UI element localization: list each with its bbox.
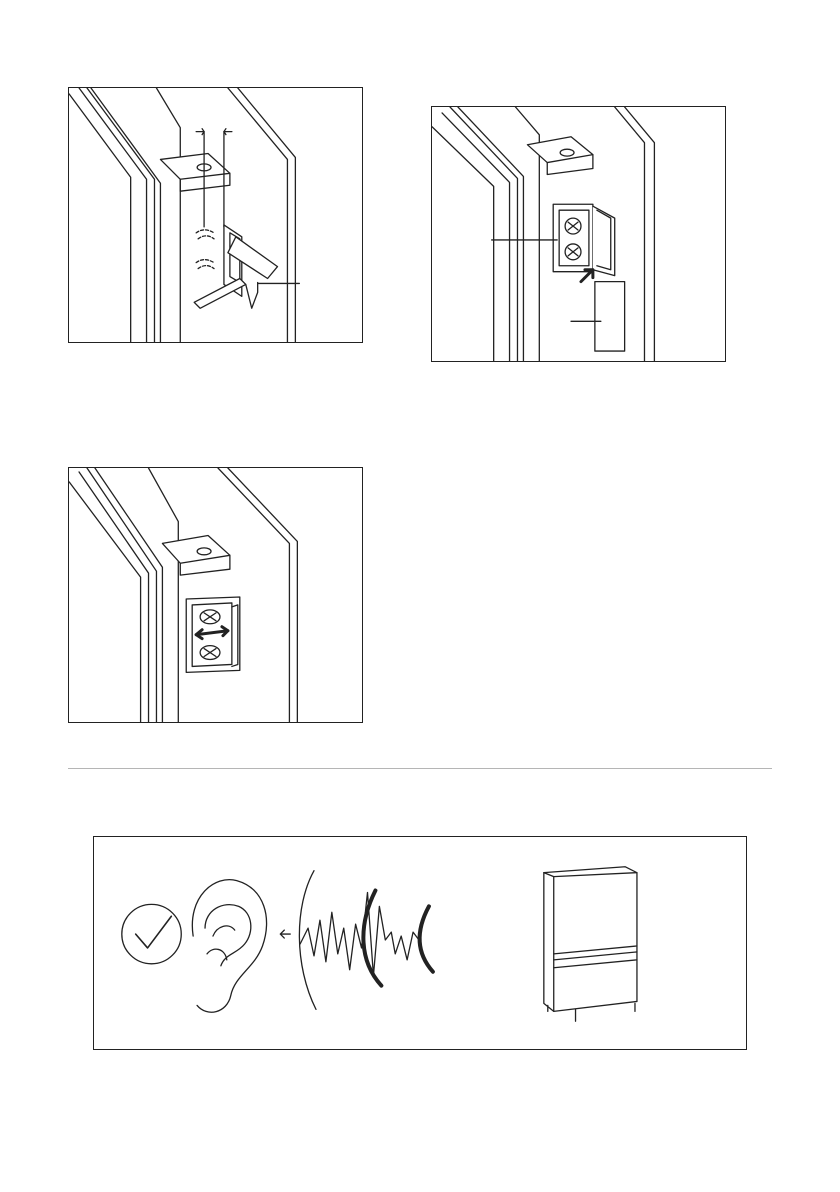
cabinet-edge-4: [458, 107, 523, 361]
check-icon: [122, 904, 181, 963]
cabinet-edge-3: [87, 468, 156, 722]
measure-arrow-right: [224, 129, 232, 135]
cabinet-edge-4: [95, 468, 162, 722]
cabinet-edge-1: [69, 94, 131, 342]
cabinet-edge-3: [87, 88, 154, 342]
screw-bottom-motion: [196, 260, 214, 269]
figure-hinge-adjustment: [68, 467, 363, 723]
cabinet-edge-2: [79, 88, 146, 342]
screw-top-motion: [196, 230, 214, 239]
hinge-tab: [246, 282, 258, 308]
figure-hinge-screwdriver: [68, 87, 363, 343]
hinge-cover: [593, 206, 615, 275]
top-bracket: [527, 137, 592, 163]
section-divider: [68, 768, 772, 769]
cabinet-edge-1: [69, 482, 140, 722]
cabinet-edge-4: [91, 88, 160, 342]
top-bracket: [160, 153, 229, 179]
figure-normal-sounds: [93, 836, 747, 1050]
door-outer-edge: [228, 468, 297, 722]
ear-icon: [192, 880, 266, 1013]
figure-hinge-cover: [431, 106, 726, 362]
sound-wave-icon: [280, 871, 433, 1010]
fridge-icon: [544, 867, 637, 1022]
hinge-adjustment-drawing: [69, 468, 362, 722]
door-inner-edge: [149, 468, 179, 722]
top-bracket: [162, 535, 229, 563]
door-outer-edge: [625, 107, 655, 361]
measure-arrow-left: [196, 129, 204, 135]
cabinet-edge-3: [450, 107, 517, 361]
cabinet-edge-1: [432, 127, 494, 361]
door-face-edge: [228, 88, 288, 342]
hinge-cover-drawing: [432, 107, 725, 361]
door-outer-edge: [238, 88, 296, 342]
normal-sounds-drawing: [94, 837, 746, 1049]
cover-panel: [595, 282, 625, 351]
hinge-screwdriver-drawing: [69, 88, 362, 342]
door-face-edge: [218, 468, 289, 722]
